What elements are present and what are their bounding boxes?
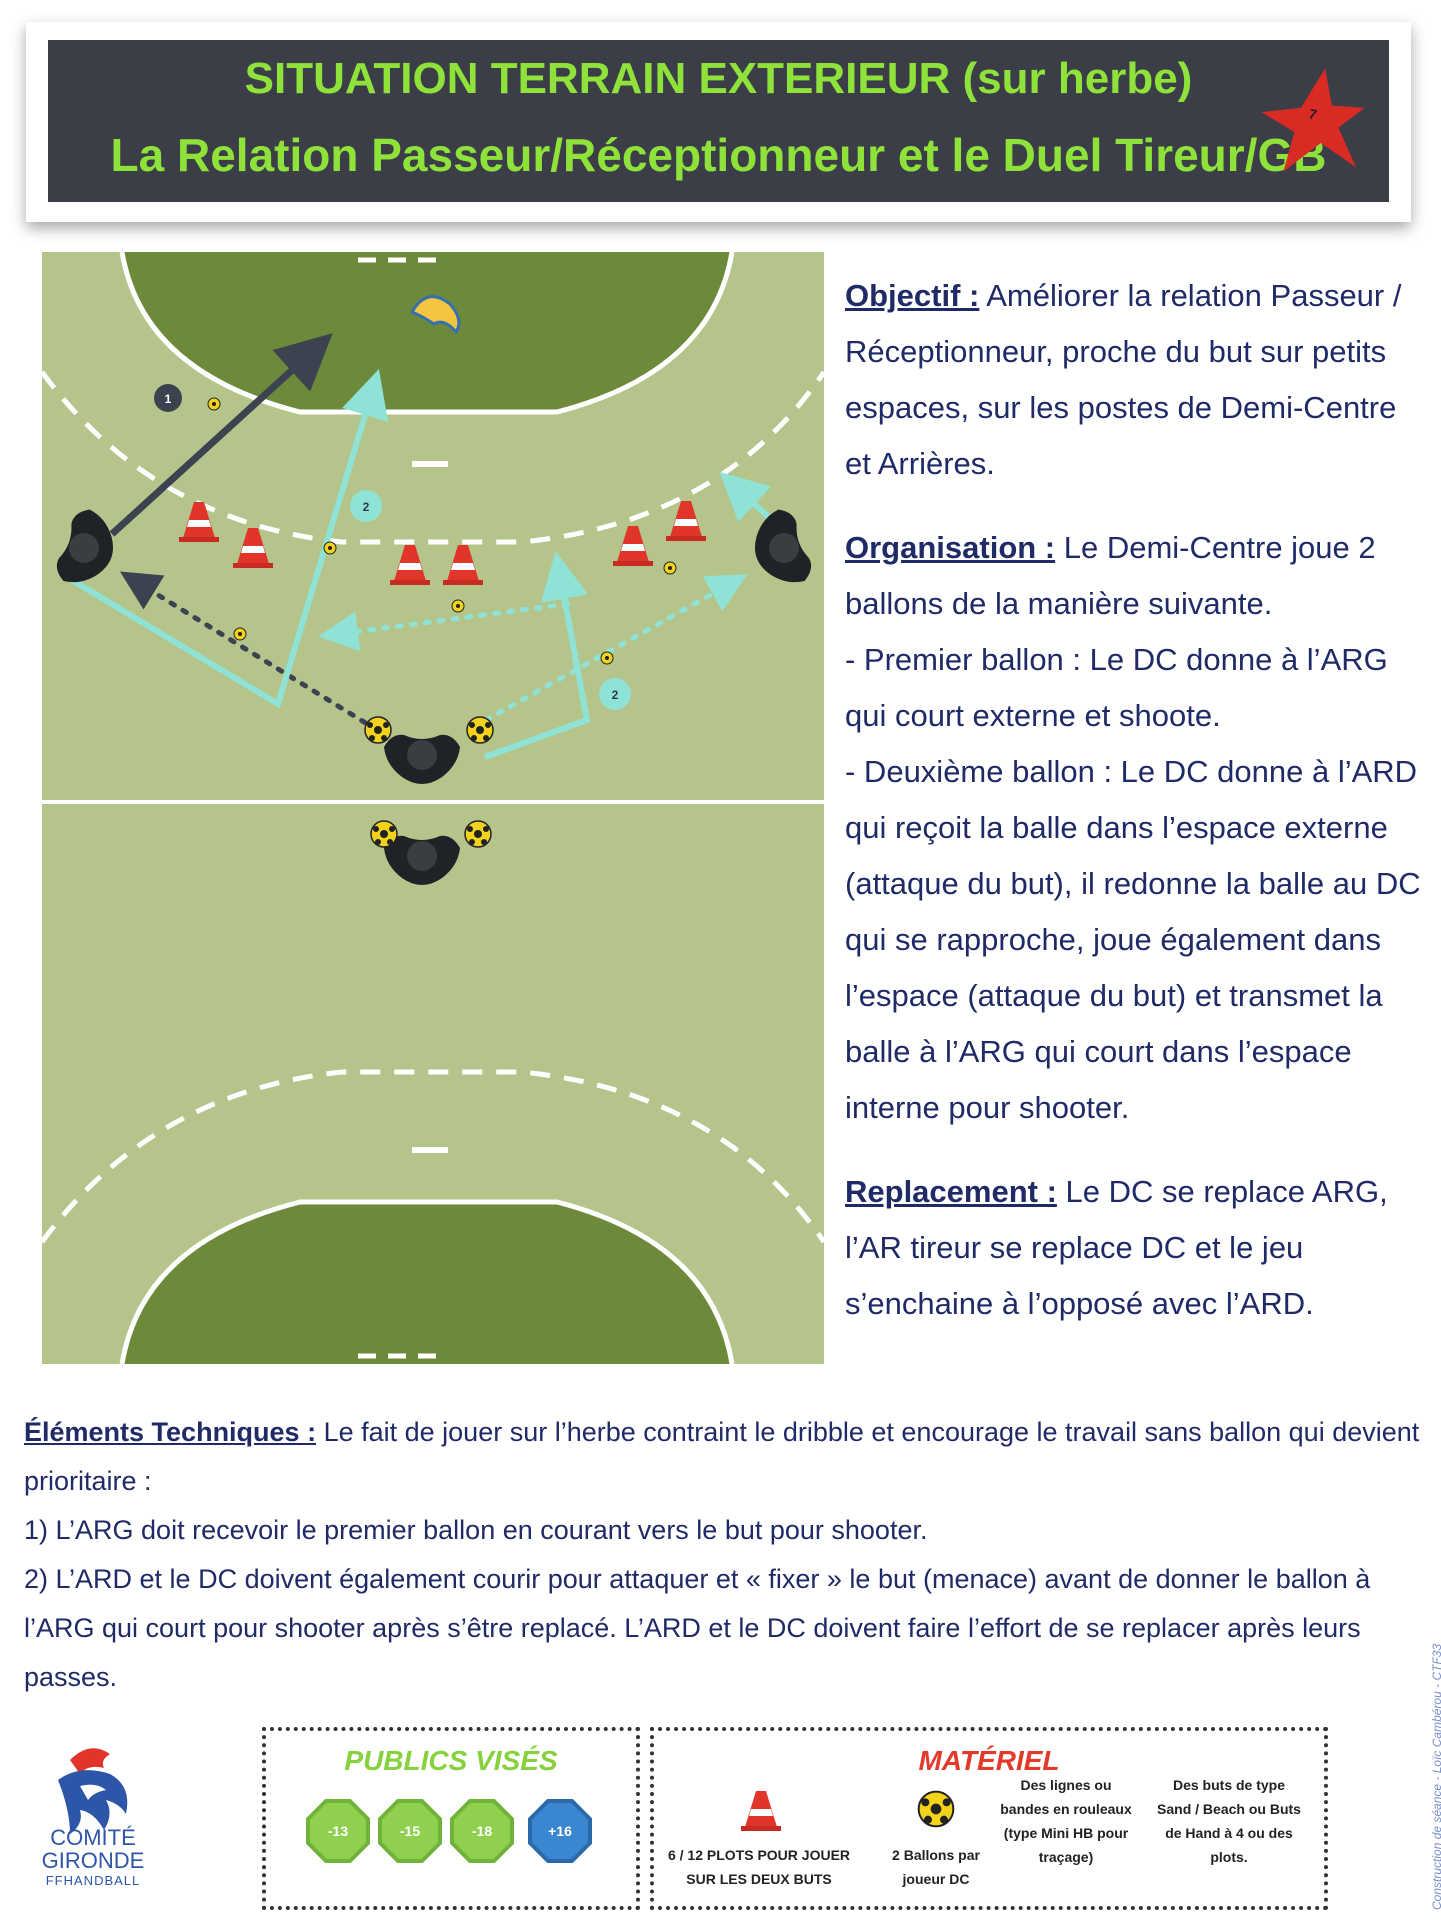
technique-point: 2) L’ARD et le DC doivent également cour…: [24, 1564, 1371, 1692]
star-icon: [1261, 68, 1365, 172]
objectif-title: Objectif :: [845, 278, 980, 313]
pass-number-badge: [350, 490, 382, 522]
age-badge: +16: [528, 1799, 592, 1863]
pass-arrow-dotted: [318, 601, 571, 652]
organisation-title: Organisation :: [845, 530, 1056, 565]
organisation-line: - Premier ballon : Le DC donne à l’ARG q…: [845, 642, 1388, 733]
technique-title: Éléments Techniques :: [24, 1417, 317, 1447]
age-badge: -13: [306, 1799, 370, 1863]
publics-title: PUBLICS VISÉS: [344, 1745, 558, 1776]
cone-icon: [741, 1791, 781, 1831]
materiel-item: Des buts de type Sand / Beach ou Buts de…: [1157, 1777, 1301, 1865]
age-badge: -18: [450, 1799, 514, 1863]
technique-point: 1) L’ARG doit recevoir le premier ballon…: [24, 1515, 928, 1545]
title-banner: SITUATION TERRAIN EXTERIEUR (sur herbe) …: [48, 40, 1389, 202]
replacement-section: Replacement : Le DC se replace ARG, l’AR…: [845, 1164, 1425, 1332]
objectif-text: Améliorer la relation Passeur / Réceptio…: [845, 278, 1402, 481]
pass-arrow-dotted: [119, 571, 380, 733]
organisation-line: - Deuxième ballon : Le DC donne à l’ARD …: [845, 754, 1421, 1125]
header-card: SITUATION TERRAIN EXTERIEUR (sur herbe) …: [26, 22, 1411, 222]
ball-icon: [364, 716, 392, 744]
pass-arrow: [109, 333, 333, 537]
run-arrow: [60, 369, 389, 709]
run-arrow: [483, 551, 591, 760]
materiel-item: 2 Ballons par joueur DC: [892, 1847, 980, 1887]
materiel-item: Des lignes ou bandes en rouleaux (type M…: [1000, 1777, 1132, 1865]
technique-text: Le fait de jouer sur l’herbe contraint l…: [24, 1417, 1420, 1496]
technique-section: Éléments Techniques : Le fait de jouer s…: [24, 1408, 1424, 1702]
objectif-section: Objectif : Améliorer la relation Passeur…: [845, 268, 1425, 492]
age-badge: -15: [378, 1799, 442, 1863]
organisation-section: Organisation : Le Demi-Centre joue 2 bal…: [845, 520, 1425, 632]
svg-text:2: 2: [612, 688, 619, 702]
logo-text: COMITÉ: [50, 1825, 136, 1850]
materiel-box: MATÉRIEL 6 / 12 PLOTS POUR JOUER SUR LES…: [650, 1727, 1328, 1910]
logo-text: FFHANDBALL: [45, 1873, 141, 1888]
replacement-text: Le DC se replace ARG, l’AR tireur se rep…: [845, 1174, 1388, 1321]
court-diagram: 1 2 2: [42, 252, 824, 1364]
comite-gironde-logo: [58, 1748, 128, 1834]
goalkeeper-icon: [409, 295, 461, 335]
organisation-text: Le Demi-Centre joue 2 ballons de la mani…: [845, 530, 1376, 621]
publics-box: PUBLICS VISÉS -13 -15 -18 +16: [262, 1727, 640, 1910]
ball-icon: [466, 716, 494, 744]
pass-number-badge: [599, 678, 631, 710]
ball-icon: [917, 1790, 955, 1828]
replacement-title: Replacement :: [845, 1174, 1057, 1209]
pass-number-badge: [154, 384, 182, 412]
logo-text: GIRONDE: [41, 1848, 145, 1873]
page-subtitle: La Relation Passeur/Réceptionneur et le …: [110, 129, 1327, 181]
svg-text:2: 2: [363, 500, 370, 514]
credit-text: Construction de séance - Loïc Cambérou -…: [1430, 1643, 1441, 1910]
ball-icon: [370, 820, 398, 848]
materiel-item: 6 / 12 PLOTS POUR JOUER SUR LES DEUX BUT…: [667, 1847, 851, 1887]
description-column: Objectif : Améliorer la relation Passeur…: [845, 268, 1425, 1332]
ball-icon: [464, 820, 492, 848]
materiel-title: MATÉRIEL: [918, 1745, 1060, 1776]
svg-text:1: 1: [165, 392, 172, 406]
page-title: SITUATION TERRAIN EXTERIEUR (sur herbe): [244, 54, 1193, 103]
